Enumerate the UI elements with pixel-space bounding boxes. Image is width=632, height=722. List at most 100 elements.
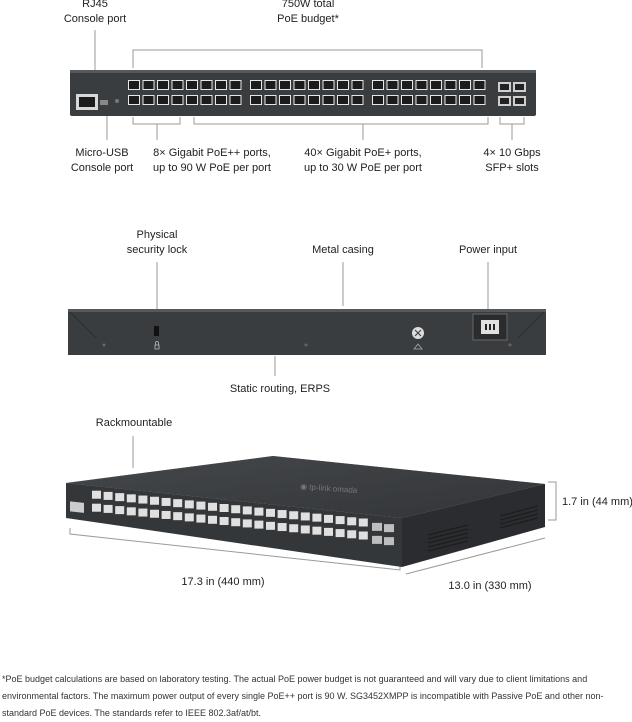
security-lock-slot	[154, 326, 159, 336]
width-dimension-label: 17.3 in (440 mm)	[181, 576, 265, 588]
front-leader-lines	[94, 30, 525, 140]
brand-logo: ◉ tp-link omada	[300, 482, 358, 495]
persp-port-bottom	[92, 503, 101, 512]
poe-plus-label: 40× Gigabit PoE+ ports, up to 30 W PoE p…	[303, 147, 422, 174]
persp-port-bottom	[231, 518, 241, 527]
persp-port-top	[196, 501, 206, 510]
height-dimension-label: 1.7 in (44 mm)	[562, 496, 632, 508]
rj45-port-bottom-socket	[373, 96, 383, 104]
rj45-port-bottom-socket	[460, 96, 470, 104]
persp-port-bottom	[242, 519, 252, 528]
persp-port-bottom	[358, 531, 368, 540]
persp-port-top	[161, 497, 171, 506]
rj45-port-top-socket	[338, 81, 348, 89]
sfp-slot-opening	[515, 98, 524, 104]
rj45-port-bottom-socket	[445, 96, 456, 104]
rj45-port-top-socket	[460, 81, 470, 89]
persp-port-bottom	[138, 508, 148, 517]
persp-port-top	[266, 508, 275, 517]
sfp-slot-opening	[500, 84, 509, 90]
persp-port-top	[138, 495, 148, 504]
persp-sfp-bottom	[384, 537, 394, 546]
sfp-slots-label: 4× 10 Gbps SFP+ slots	[483, 147, 541, 174]
security-lock-label: Physical security lock	[126, 229, 188, 256]
rj45-port-top-socket	[172, 81, 183, 89]
rj45-port-top-socket	[251, 81, 261, 89]
persp-port-bottom	[266, 521, 275, 530]
switch-front-panel	[70, 70, 536, 116]
persp-port-bottom	[103, 504, 113, 513]
persp-port-top	[150, 496, 159, 505]
persp-port-top	[358, 518, 368, 527]
sfp-slot-opening	[500, 98, 509, 104]
persp-port-top	[335, 516, 345, 525]
rj45-port-top-socket	[129, 81, 139, 89]
rj45-port-bottom-socket	[143, 96, 154, 104]
persp-port-top	[324, 514, 333, 523]
power-input-label: Power input	[458, 244, 518, 256]
rj45-port-top-socket	[216, 81, 226, 89]
persp-port-bottom	[184, 513, 194, 522]
persp-port-top	[126, 494, 136, 503]
persp-port-bottom	[173, 512, 183, 521]
persp-port-top	[219, 504, 229, 512]
persp-port-bottom	[289, 524, 299, 533]
persp-port-top	[208, 502, 217, 511]
persp-port-bottom	[312, 526, 322, 535]
rj45-port-top-socket	[294, 81, 305, 89]
rackmountable-label: Rackmountable	[95, 417, 173, 429]
poe-plus-plus-label: 8× Gigabit PoE++ ports, up to 90 W PoE p…	[152, 147, 271, 174]
rj45-port-top-socket	[431, 81, 441, 89]
rj45-port-top-socket	[265, 81, 276, 89]
persp-port-bottom	[277, 523, 287, 532]
rj45-port-top-socket	[230, 81, 241, 89]
switch-perspective-view: ◉ tp-link omada	[66, 456, 545, 567]
rj45-port-top-socket	[352, 81, 363, 89]
sfp-slot-opening	[515, 84, 524, 90]
micro-usb-port	[100, 100, 108, 105]
rj45-port-bottom-socket	[265, 96, 276, 104]
persp-sfp-top	[372, 522, 382, 531]
rj45-console-label: RJ45 Console port	[63, 0, 127, 25]
persp-port-top	[231, 505, 241, 514]
rj45-port-bottom-socket	[280, 96, 290, 104]
front-sfp-group	[498, 82, 526, 106]
rj45-port-bottom-socket	[474, 96, 485, 104]
persp-port-top	[254, 507, 264, 516]
rj45-port-bottom-socket	[216, 96, 226, 104]
rj45-port-bottom-socket	[251, 96, 261, 104]
persp-port-bottom	[208, 515, 217, 524]
rj45-port-top-socket	[402, 81, 412, 89]
rj45-port-bottom-socket	[309, 96, 319, 104]
rj45-port-bottom-socket	[416, 96, 427, 104]
persp-port-top	[173, 499, 183, 508]
rj45-port-bottom-socket	[201, 96, 212, 104]
rj45-port-top-socket	[474, 81, 485, 89]
metal-casing-label: Metal casing	[312, 244, 374, 256]
persp-port-bottom	[115, 506, 125, 515]
rj45-port-top-socket	[373, 81, 383, 89]
persp-port-top	[347, 517, 357, 526]
rj45-port-bottom-socket	[172, 96, 183, 104]
persp-console-port	[70, 501, 84, 513]
rj45-port-top-socket	[309, 81, 319, 89]
rj45-port-bottom-socket	[431, 96, 441, 104]
persp-port-bottom	[300, 525, 310, 534]
persp-port-bottom	[126, 507, 136, 516]
persp-port-bottom	[196, 514, 206, 523]
persp-port-top	[277, 510, 287, 519]
persp-leader-lines	[69, 436, 557, 575]
persp-port-top	[184, 500, 194, 509]
static-routing-label: Static routing, ERPS	[229, 383, 331, 395]
rj45-port-bottom-socket	[323, 96, 334, 104]
persp-port-top	[92, 490, 101, 499]
rj45-port-bottom-socket	[129, 96, 139, 104]
persp-port-top	[300, 512, 310, 521]
persp-sfp-top	[384, 524, 394, 533]
switch-rear-panel	[68, 309, 546, 355]
rj45-port-top-socket	[445, 81, 456, 89]
persp-port-top	[242, 506, 252, 515]
rj45-port-top-socket	[158, 81, 168, 89]
depth-dimension-label: 13.0 in (330 mm)	[448, 580, 532, 592]
rj45-port-bottom-socket	[187, 96, 197, 104]
